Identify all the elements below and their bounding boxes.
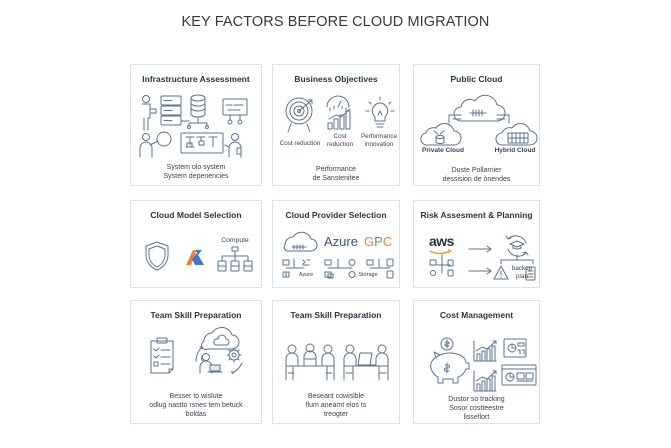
card-cost-management: Cost Management Dustor so tracking Sosor…: [413, 300, 540, 424]
card-business-objectives: Business Objectives Cost reduction Cost …: [272, 64, 400, 186]
card-title: Cloud Provider Selection: [285, 210, 387, 220]
person-cloud-gear-icon: [195, 327, 243, 374]
dashboard-icon: [501, 338, 537, 386]
aws-logo: aws: [429, 233, 454, 249]
clipboard-checklist-icon: [150, 337, 174, 374]
card-title: Cloud Model Selection: [150, 210, 242, 220]
card-description: Besser to wislute odlug nastto rsnes tem…: [149, 393, 243, 418]
card-title: Team Skill Preparation: [150, 310, 242, 320]
objective-label: Performance innovation: [360, 133, 398, 148]
card-title: Risk Assesment & Planning: [420, 210, 533, 220]
pair-meeting-icon: [343, 344, 389, 381]
card-description: Dustor so tracking Sosor costteestre lis…: [448, 396, 505, 421]
team-meeting-icon: [285, 343, 335, 381]
card-description: Performance de Sanstenitee: [312, 166, 360, 182]
azure-label: Azure: [298, 272, 314, 278]
card-risk-assessment-planning: Risk Assesment & Planning aws backup pla…: [413, 200, 540, 288]
compute-label: Compute: [221, 237, 249, 244]
storage-label: Storage: [358, 272, 378, 278]
lightbulb-icon: [365, 96, 395, 128]
target-icon: [285, 97, 313, 133]
gauge-chart-icon: [326, 95, 351, 130]
gpc-logo: GPC: [364, 234, 393, 249]
card-cloud-model-selection: Cloud Model Selection Compute: [130, 200, 262, 288]
risk-flow-icon: [429, 235, 536, 281]
card-cloud-provider-selection: Cloud Provider Selection Azure GPC Azure…: [272, 200, 400, 288]
card-team-skill-preparation: Team Skill Preparation Besser to wislute…: [130, 300, 262, 424]
piggy-bank-icon: [430, 337, 470, 384]
card-title: Cost Management: [439, 310, 514, 320]
card-description: Beseant cowislble flum aneamt elos ts tr…: [305, 393, 367, 418]
card-title: Public Cloud: [450, 74, 503, 84]
objective-label: Cost reduction: [327, 133, 353, 148]
backup-plan-label: backup plan: [511, 265, 533, 280]
card-infrastructure-assessment: Infrastructure Assessment System olo sys…: [130, 64, 262, 186]
page-title: KEY FACTORS BEFORE CLOUD MIGRATION: [181, 14, 490, 30]
infrastructure-illustration-icon: [139, 94, 248, 158]
objective-label: Cost reduction: [279, 140, 321, 147]
cloud-server-icon: [283, 231, 318, 252]
compute-tree-icon: [217, 246, 253, 272]
shield-icon: [145, 241, 169, 271]
card-team-skill-preparation-2: Team Skill Preparation Beseant cowislble…: [272, 300, 400, 424]
card-title: Team Skill Preparation: [290, 310, 382, 320]
card-title: Business Objectives: [294, 74, 378, 84]
card-public-cloud: Public Cloud Private Cloud Hybrid Cloud …: [413, 64, 540, 186]
private-cloud-label: Private Cloud: [422, 147, 464, 154]
azure-logo: Azure: [324, 234, 358, 249]
hybrid-cloud-label: Hybrid Cloud: [494, 147, 536, 154]
card-description: Duste Pollarnier dessision de ònendes: [442, 167, 511, 183]
service-grid-icon: [282, 258, 394, 279]
az-logo-icon: [186, 250, 204, 265]
card-description: System olo system System depenencies: [163, 164, 229, 180]
cloud-topology-icon: [420, 94, 538, 146]
card-title: Infrastructure Assessment: [142, 74, 250, 84]
growth-chart-icon: [473, 340, 497, 392]
